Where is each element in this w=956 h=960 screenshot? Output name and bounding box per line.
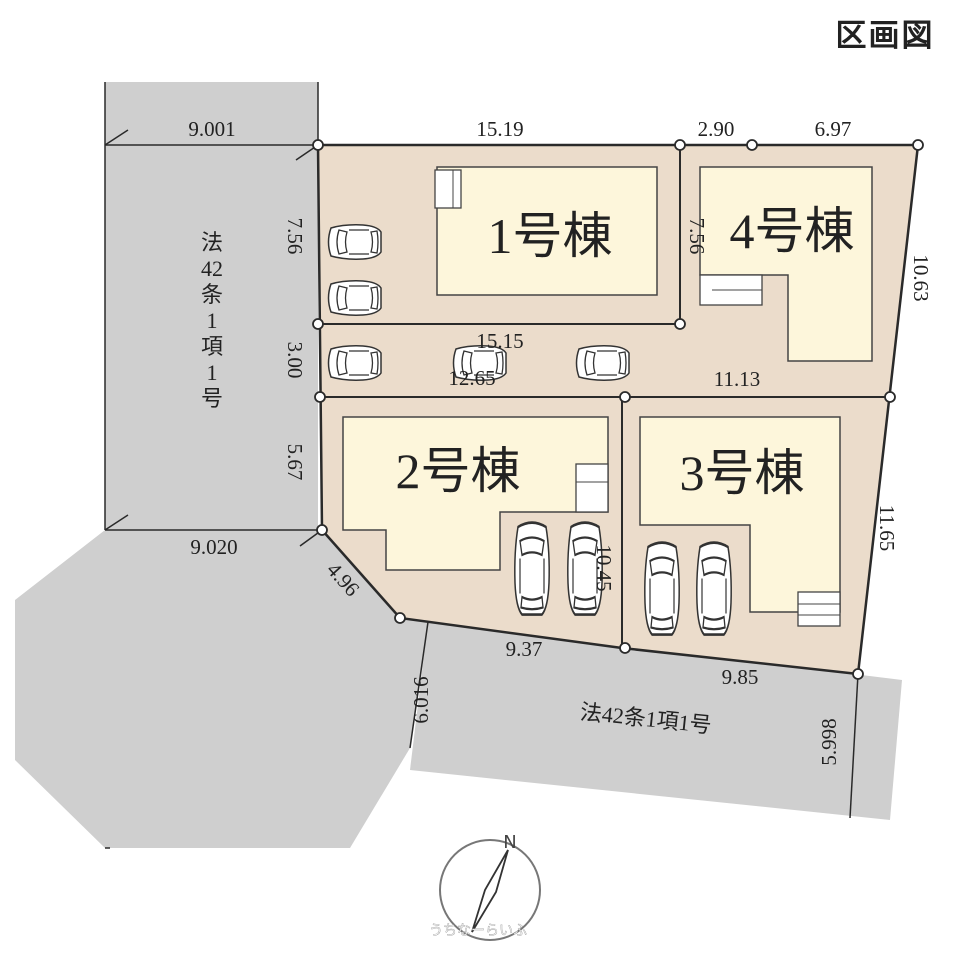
dimension-labels: 9.001 15.19 2.90 6.97 7.56 7.56 10.63 3.… bbox=[188, 117, 933, 766]
boundary-point bbox=[312, 139, 324, 151]
dim-lot3-right: 11.65 bbox=[875, 505, 899, 551]
roads bbox=[15, 82, 902, 848]
building-1-label: 1号棟 bbox=[488, 208, 613, 264]
compass: N bbox=[439, 832, 541, 941]
boundary-point bbox=[852, 668, 864, 680]
car-icon bbox=[327, 345, 382, 381]
boundary-point bbox=[312, 318, 324, 330]
boundary-point bbox=[674, 139, 686, 151]
compass-needle-icon bbox=[471, 849, 509, 933]
dim-lot2-divider: 10.45 bbox=[592, 544, 616, 591]
car-icon bbox=[575, 345, 630, 381]
dim-drive-left: 3.00 bbox=[283, 342, 307, 379]
south-road bbox=[410, 622, 902, 820]
dim-top-road-width: 9.001 bbox=[188, 117, 235, 141]
car-icon bbox=[327, 280, 382, 316]
intersection-area bbox=[15, 530, 428, 848]
west-road-label-char: 号 bbox=[201, 386, 223, 411]
dim-drive-upper: 15.15 bbox=[476, 329, 523, 353]
dim-bottom-road-left: 6.016 bbox=[409, 676, 433, 723]
compass-north-label: N bbox=[503, 832, 516, 853]
dim-drive-lower: 12.65 bbox=[448, 366, 495, 390]
west-road-label-char: 項 bbox=[201, 334, 223, 359]
boundary-point bbox=[619, 391, 631, 403]
dim-lot4-right: 10.63 bbox=[909, 254, 933, 301]
boundary-point bbox=[884, 391, 896, 403]
west-road-label-char: 1 bbox=[207, 308, 218, 333]
west-road-label-char: 条 bbox=[201, 282, 223, 307]
car-icon bbox=[327, 224, 382, 260]
dim-lot2-left: 5.67 bbox=[283, 444, 307, 481]
page-title: 区画図 bbox=[835, 18, 935, 54]
building-2-footprint bbox=[342, 416, 609, 571]
boundary-point bbox=[674, 318, 686, 330]
dim-lot4-top-a: 2.90 bbox=[698, 117, 735, 141]
dim-lot1-top: 15.19 bbox=[476, 117, 523, 141]
west-road-label-char: 法 bbox=[201, 230, 223, 255]
car-icon bbox=[643, 541, 681, 636]
dim-lot3-top: 11.13 bbox=[714, 367, 760, 391]
building-3-porch bbox=[797, 591, 841, 627]
boundary-point bbox=[314, 391, 326, 403]
west-road-label-char: 1 bbox=[207, 360, 218, 385]
dim-lot4-top-b: 6.97 bbox=[815, 117, 852, 141]
dim-lot1-left: 7.56 bbox=[283, 218, 307, 255]
building-3-label: 3号棟 bbox=[680, 445, 805, 501]
car-icon bbox=[513, 521, 551, 616]
dim-lot4-left: 7.56 bbox=[685, 218, 709, 255]
building-1-footprint bbox=[436, 166, 658, 296]
watermark: うちなーらいふ bbox=[429, 923, 527, 939]
buildings: 1号棟 4号棟 2号棟 3号棟 bbox=[342, 166, 873, 627]
west-road-label-char: 42 bbox=[201, 256, 223, 281]
building-2-label: 2号棟 bbox=[396, 443, 521, 499]
boundary-point bbox=[619, 642, 631, 654]
compass-ring bbox=[439, 839, 541, 941]
dim-lot3-bottom: 9.85 bbox=[722, 665, 759, 689]
boundary-point bbox=[316, 524, 328, 536]
dim-left-road-width: 9.020 bbox=[190, 535, 237, 559]
building-2-porch bbox=[575, 463, 609, 513]
boundary-point bbox=[912, 139, 924, 151]
boundary-points bbox=[312, 139, 924, 680]
boundary-point bbox=[394, 612, 406, 624]
building-3-footprint bbox=[639, 416, 841, 613]
boundary-point bbox=[746, 139, 758, 151]
building-4-label: 4号棟 bbox=[730, 203, 855, 259]
building-1-porch bbox=[434, 169, 462, 209]
dim-lot2-bottom: 9.37 bbox=[506, 637, 543, 661]
car-icon bbox=[695, 541, 733, 636]
dim-bottom-road-right: 5.998 bbox=[817, 718, 841, 765]
west-road bbox=[105, 82, 318, 530]
